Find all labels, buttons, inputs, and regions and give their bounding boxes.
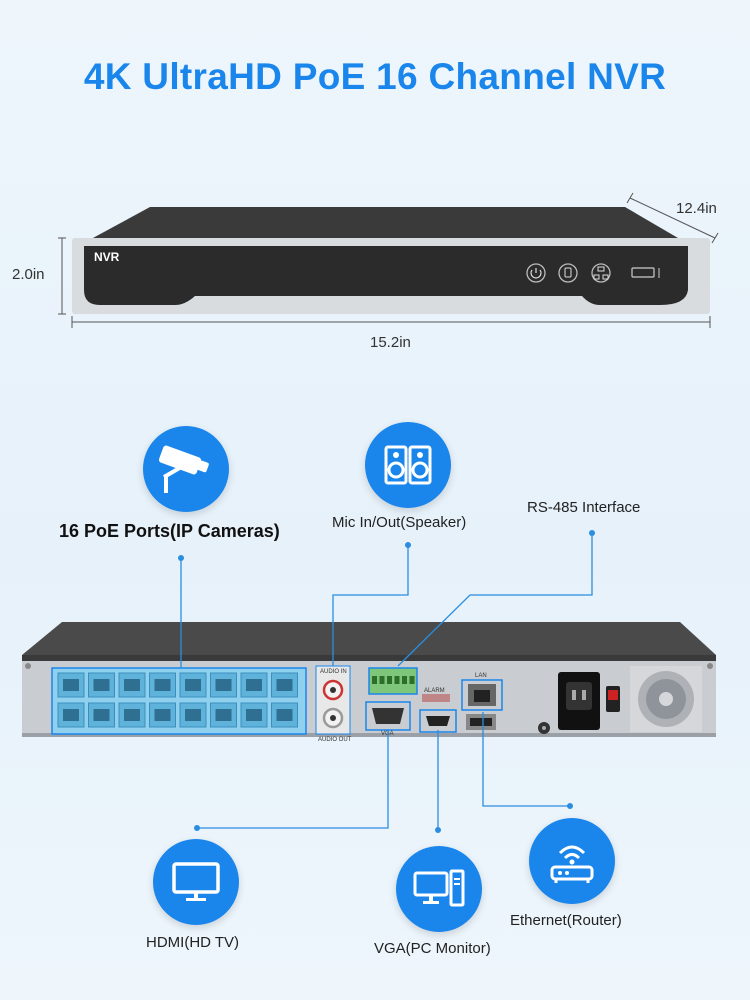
poe-port-socket [63, 679, 79, 691]
poe-port-socket [93, 709, 110, 721]
poe-port-socket [185, 709, 201, 721]
terminal-pin [394, 676, 400, 684]
poe-port-grid [57, 672, 298, 728]
terminal-pin [409, 676, 415, 684]
width-dimension: 15.2in [370, 334, 411, 351]
terminal-pin [402, 676, 407, 684]
poe-port-socket [124, 709, 140, 721]
vga-monitor-icon [396, 846, 482, 932]
poe-port-socket [124, 679, 140, 691]
audio-in-label: AUDIO IN [320, 669, 347, 675]
poe-port-socket [215, 679, 232, 691]
ethernet-label: Ethernet(Router) [510, 912, 622, 929]
front-brand-label: NVR [94, 250, 120, 264]
poe-ports-label: 16 PoE Ports(IP Cameras) [59, 521, 280, 541]
rs485-label: RS-485 Interface [527, 499, 641, 516]
terminal-pin [379, 676, 385, 684]
alarm-label: ALARM [424, 688, 445, 694]
terminal-pin [372, 676, 377, 684]
poe-port-socket [93, 679, 110, 691]
vga-port-label: VGA [381, 731, 394, 737]
poe-port-socket [185, 679, 201, 691]
poe-port [179, 702, 207, 728]
vga-label: VGA(PC Monitor) [374, 940, 491, 957]
camera-icon [143, 426, 229, 512]
terminal-pin [387, 676, 392, 684]
page-title: 4K UltraHD PoE 16 Channel NVR [83, 56, 667, 97]
speaker-icon [365, 422, 451, 508]
poe-port-socket [276, 679, 293, 691]
height-dimension: 2.0in [12, 266, 45, 283]
audio-out-label: AUDIO OUT [318, 737, 352, 743]
hdmi-label: HDMI(HD TV) [146, 934, 240, 951]
hdmi-tv-icon [153, 839, 239, 925]
depth-dimension: 12.4in [676, 200, 717, 217]
router-icon [529, 818, 615, 904]
poe-port-socket [276, 709, 293, 721]
mic-label: Mic In/Out(Speaker) [332, 514, 467, 531]
poe-port-socket [215, 709, 232, 721]
poe-port-socket [154, 709, 171, 721]
nvr-front-view [58, 192, 719, 328]
poe-port-socket [246, 679, 262, 691]
poe-port-socket [246, 709, 262, 721]
nvr-rear-panel [22, 622, 716, 737]
lan-port-label: LAN [475, 673, 487, 679]
poe-port-socket [63, 709, 79, 721]
poe-port-socket [154, 679, 171, 691]
